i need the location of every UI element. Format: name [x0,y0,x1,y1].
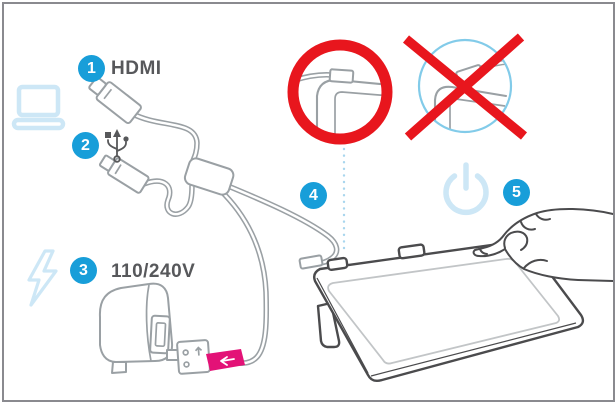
power-icon [443,162,489,216]
power-cable [211,187,270,366]
correct-connection-detail [287,39,393,145]
step-badge-5: 5 [503,179,530,206]
tablet-cable-connector [298,254,324,270]
hand-illustration [472,207,614,282]
lightning-bolt-icon [27,249,58,307]
usb-cable [141,178,195,217]
power-adapter [98,282,174,374]
adapter-plug [166,339,211,375]
step-badge-4: 4 [300,182,327,209]
incorrect-connection-detail [402,33,528,141]
cable-junction [183,157,235,196]
step-badge-3: 3 [70,257,97,284]
hdmi-plug [88,76,142,125]
usb-plug [98,154,150,194]
step-badge-1: 1 [78,55,105,82]
step-badge-2: 2 [72,132,99,159]
laptop-icon [11,84,66,131]
red-circle-marker [287,39,393,145]
usb-icon [105,129,129,163]
cable-tag [206,349,245,371]
red-x-marker [402,33,528,141]
kickstand [316,301,341,349]
hdmi-cable [130,111,200,173]
hdmi-label: HDMI [111,58,162,79]
voltage-label: 110/240V [111,261,196,282]
